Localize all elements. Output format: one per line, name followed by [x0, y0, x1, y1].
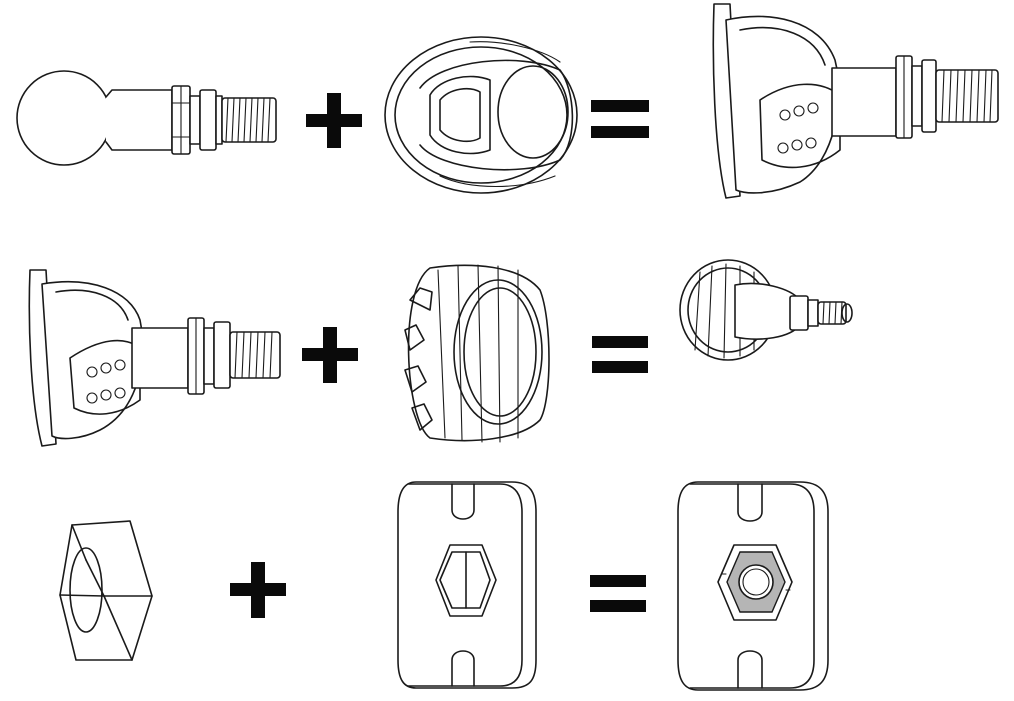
ball-stud-icon [16, 70, 277, 166]
socket-stud-assembly-icon [28, 269, 281, 447]
plus-operator [302, 327, 358, 383]
slotted-pad-hex-recess-icon [397, 481, 537, 689]
collared-stud-assembly-icon [679, 259, 853, 361]
ball-socket-icon [384, 36, 578, 194]
equals-operator [592, 336, 648, 373]
plus-operator [230, 562, 286, 618]
slotted-pad-with-nut-icon [677, 481, 829, 691]
hex-nut-icon [59, 520, 153, 661]
plus-operator [306, 93, 362, 148]
socket-stud-assembly-icon [712, 3, 999, 199]
knurled-collar-icon [404, 264, 550, 443]
equals-operator [591, 100, 649, 138]
equals-operator [590, 575, 646, 612]
